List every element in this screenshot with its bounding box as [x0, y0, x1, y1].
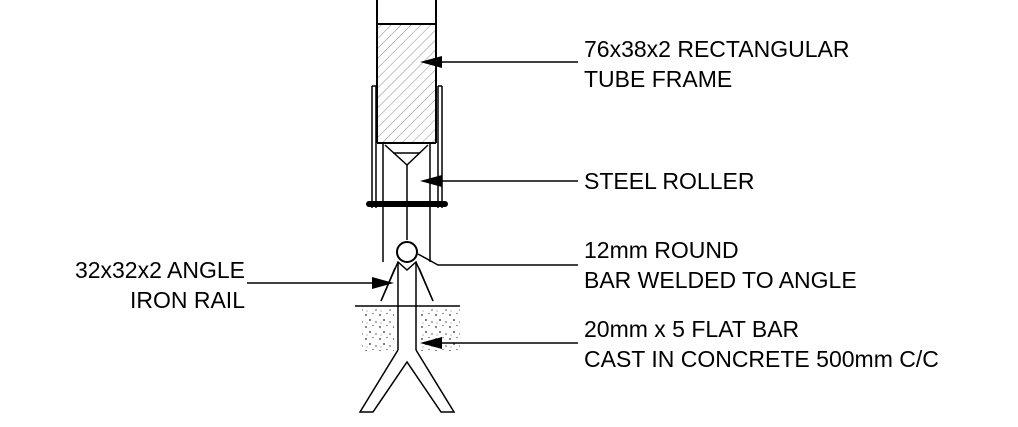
cheek-plates — [371, 85, 443, 208]
leader-flat-bar — [420, 337, 578, 349]
axle-bar — [366, 201, 448, 207]
leader-tube-frame — [420, 56, 578, 68]
label-steel-roller-line1: STEEL ROLLER — [584, 168, 755, 194]
label-round-bar-line1: 12mm ROUND — [584, 237, 739, 263]
label-angle-rail-line1: 32x32x2 ANGLE — [74, 257, 245, 283]
concrete-left — [362, 309, 394, 351]
flat-bar — [358, 349, 456, 413]
label-tube-frame: 76x38x2 RECTANGULAR TUBE FRAME — [584, 34, 849, 94]
leader-steel-roller — [420, 175, 578, 187]
round-bar — [396, 241, 418, 263]
label-tube-frame-line1: 76x38x2 RECTANGULAR — [584, 36, 850, 62]
label-steel-roller: STEEL ROLLER — [584, 166, 754, 196]
tube-frame-hatch — [378, 25, 435, 142]
label-angle-rail-line2: IRON RAIL — [129, 287, 245, 313]
label-angle-rail: 32x32x2 ANGLE IRON RAIL — [20, 255, 245, 315]
label-round-bar: 12mm ROUND BAR WELDED TO ANGLE — [584, 235, 857, 295]
leader-angle-rail — [247, 277, 394, 289]
tube-frame — [376, 0, 437, 144]
label-flat-bar-line2: CAST IN CONCRETE 500mm C/C — [584, 346, 939, 372]
label-tube-frame-line2: TUBE FRAME — [584, 66, 733, 92]
label-flat-bar: 20mm x 5 FLAT BAR CAST IN CONCRETE 500mm… — [584, 314, 939, 374]
label-flat-bar-line1: 20mm x 5 FLAT BAR — [584, 316, 800, 342]
label-round-bar-line2: BAR WELDED TO ANGLE — [584, 267, 857, 293]
leader-round-bar — [417, 253, 578, 266]
